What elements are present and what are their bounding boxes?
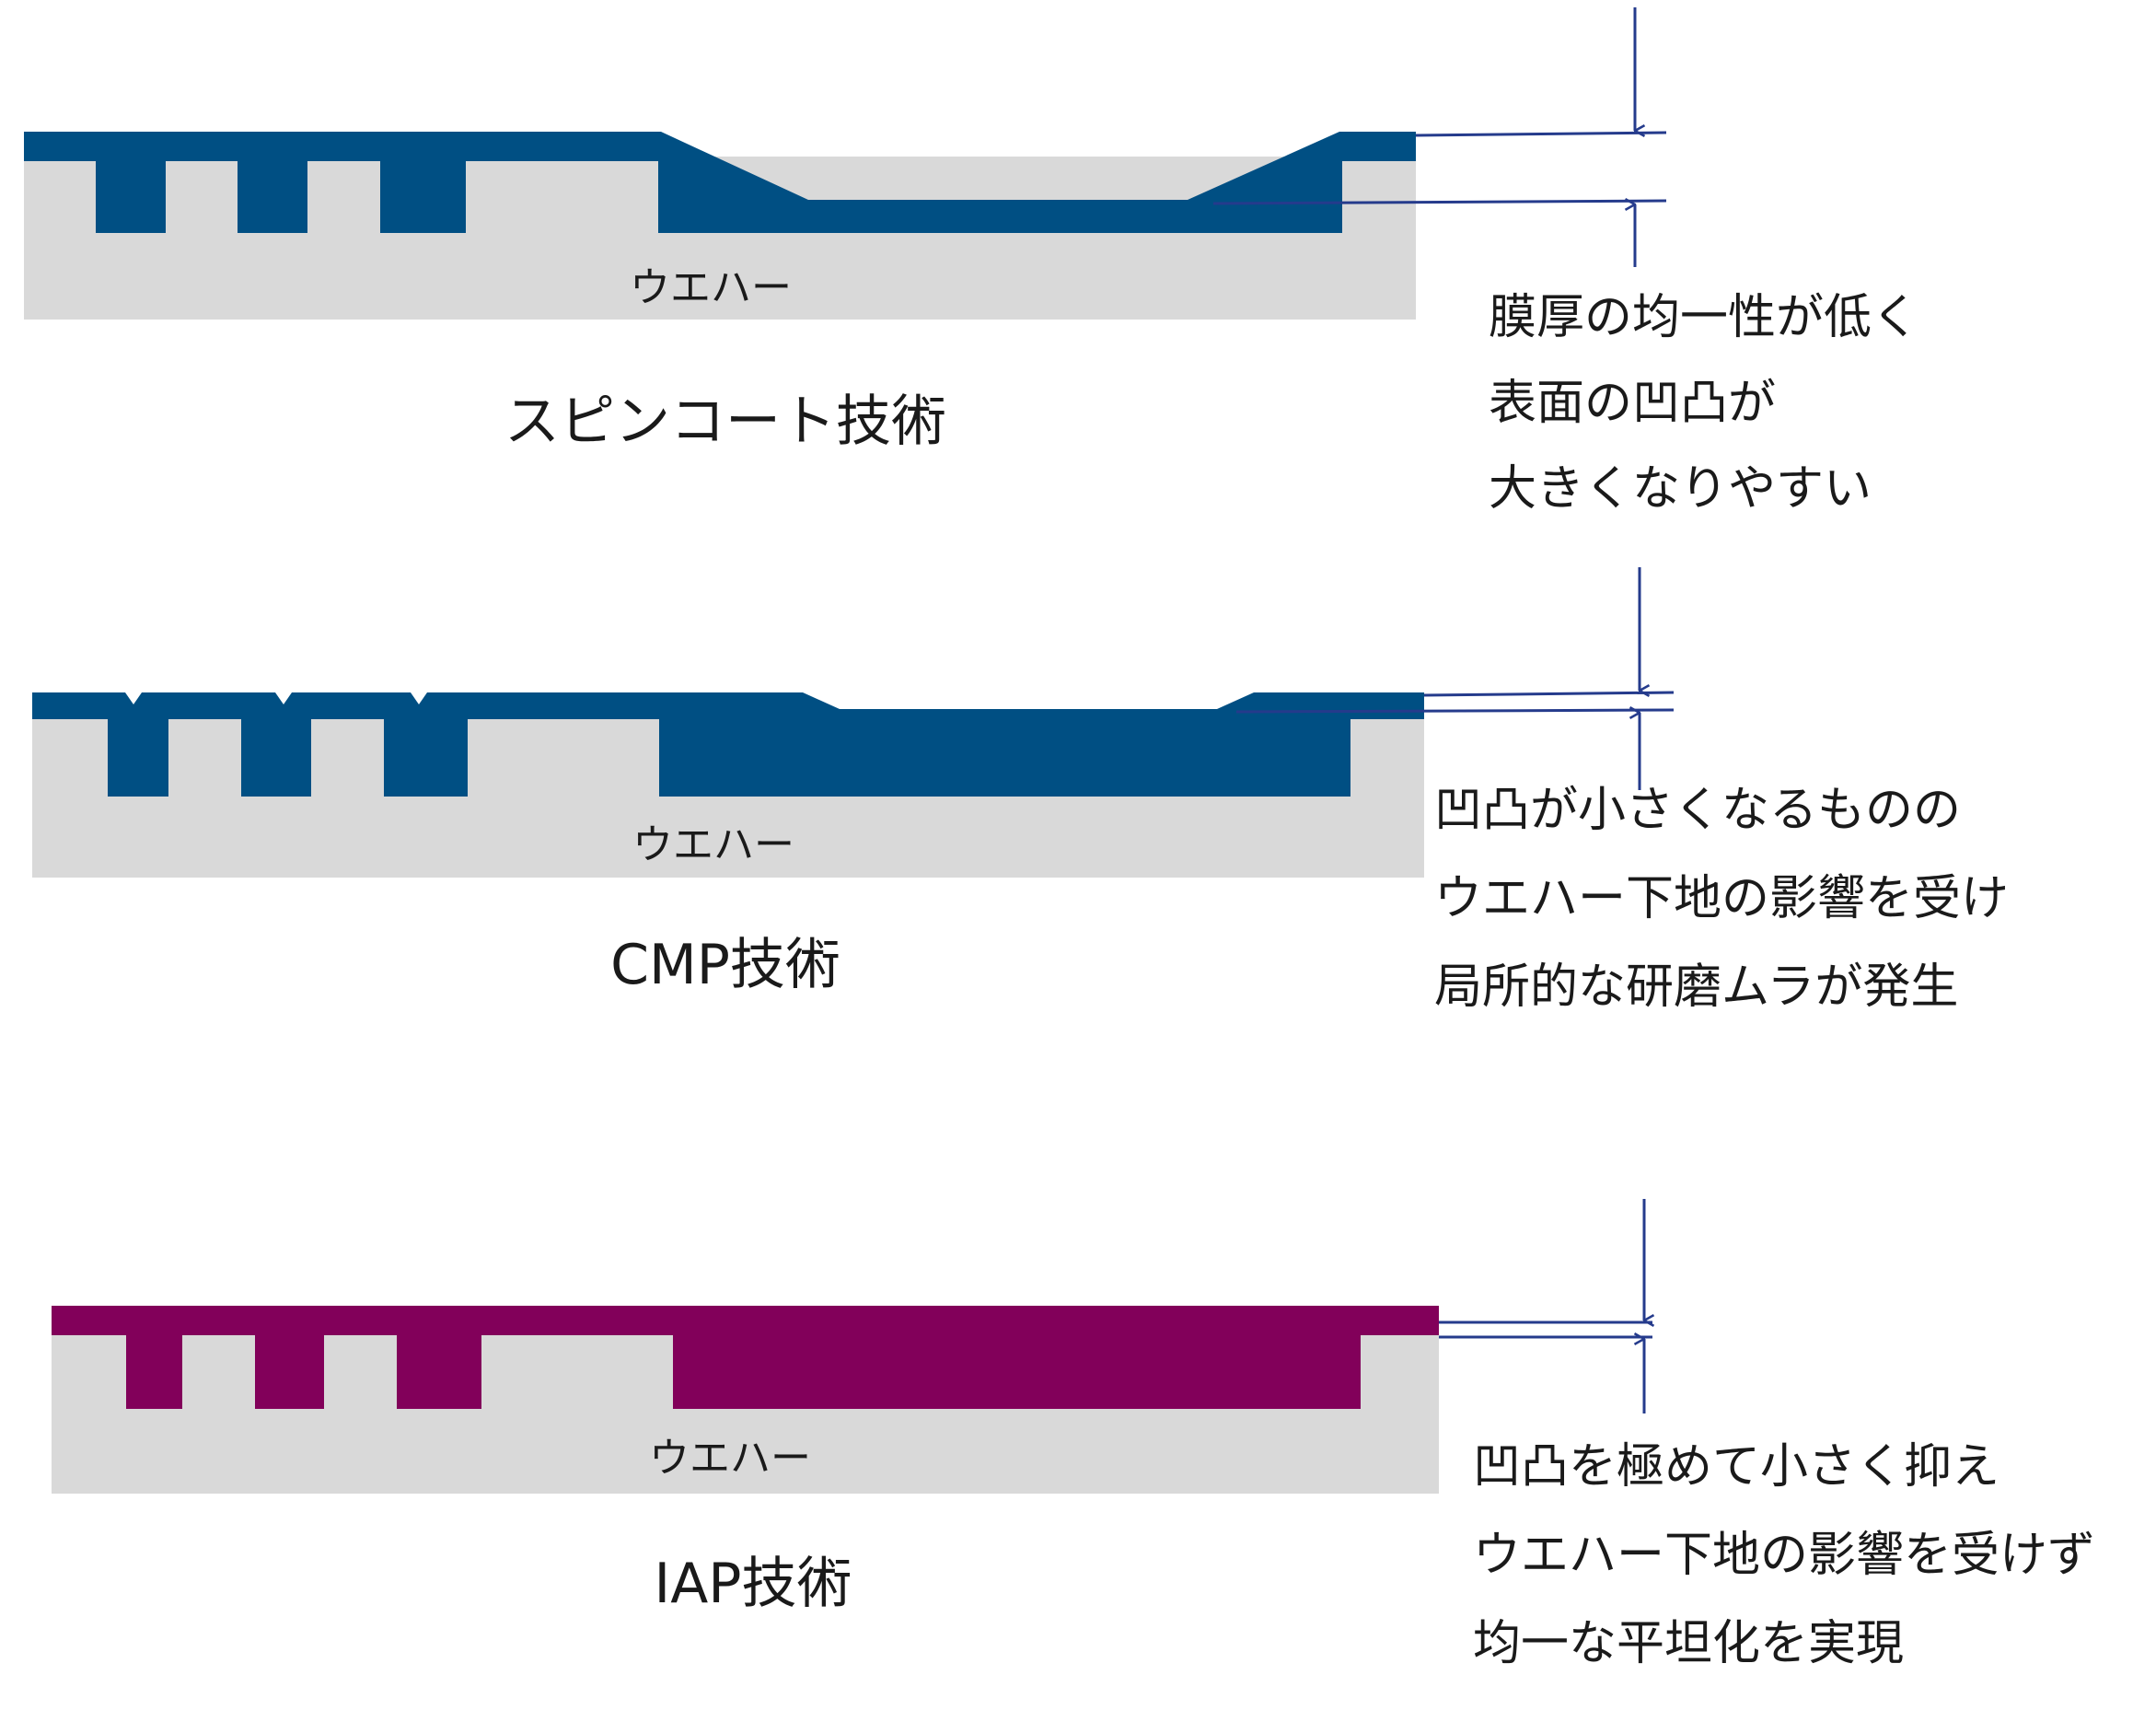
spin-coat-section: ウエハー スピンコート技術 膜厚の均一性が低く 表面の凹凸が 大きくなりやすい xyxy=(24,7,1919,517)
note-line: 表面の凹凸が xyxy=(1489,376,1776,431)
iap-section: ウエハー IAP技術 凹凸を極めて小さく抑え ウエハー下地の影響を受けず 均一な… xyxy=(52,1199,2095,1671)
note-line: 大きくなりやすい xyxy=(1489,461,1872,517)
thickness-indicator xyxy=(1439,1199,1652,1413)
wafer-label: ウエハー xyxy=(649,1435,811,1482)
section-title: スピンコート技術 xyxy=(504,390,946,454)
thickness-indicator xyxy=(1235,567,1675,790)
section-title: IAP技術 xyxy=(655,1552,852,1616)
note-line: 凹凸を極めて小さく抑え xyxy=(1473,1439,2000,1495)
section-title: CMP技術 xyxy=(610,933,840,997)
note-line: ウエハー下地の影響を受け xyxy=(1434,871,2009,926)
note-line: 凹凸が小さくなるものの xyxy=(1434,783,1961,838)
note-line: 膜厚の均一性が低く xyxy=(1489,290,1919,345)
note-line: 局所的な研磨ムラが発生 xyxy=(1434,960,1958,1015)
film-layer xyxy=(24,132,1416,233)
surface-dimple xyxy=(125,692,142,704)
note-line: 均一な平坦化を実現 xyxy=(1473,1616,1904,1671)
thickness-indicator xyxy=(1212,7,1667,267)
surface-dimple xyxy=(275,692,292,704)
wafer-label: ウエハー xyxy=(630,264,792,311)
surface-dimple xyxy=(411,692,427,704)
wafer-label: ウエハー xyxy=(632,821,794,868)
note-line: ウエハー下地の影響を受けず xyxy=(1473,1528,2095,1583)
cmp-section: ウエハー CMP技術 凹凸が小さくなるものの ウエハー下地の影響を受け 局所的な… xyxy=(32,567,2009,1015)
film-layer xyxy=(32,692,1424,797)
film-layer xyxy=(52,1306,1439,1409)
